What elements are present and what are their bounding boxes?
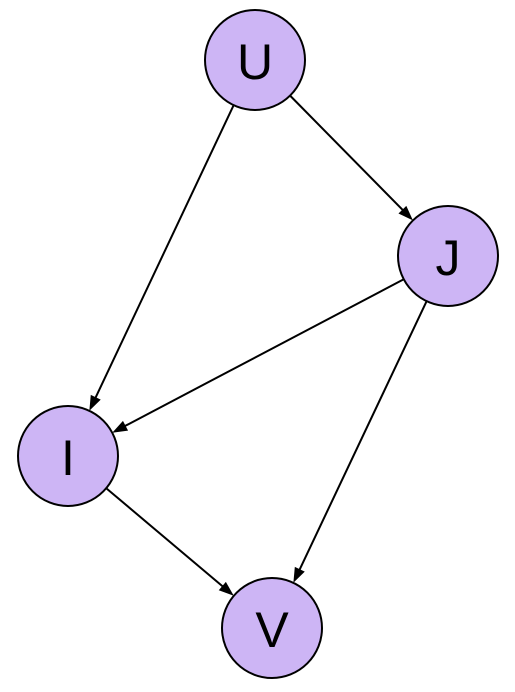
edge-line xyxy=(123,278,405,428)
node-V: V xyxy=(221,577,323,679)
edge-J-I xyxy=(112,278,405,433)
arrowhead-icon xyxy=(398,205,413,221)
node-J: J xyxy=(397,205,499,307)
node-U: U xyxy=(204,9,306,111)
nodes-layer: U J I V xyxy=(17,9,499,679)
node-circle xyxy=(17,405,119,507)
node-label: U xyxy=(237,34,273,90)
arrowhead-icon xyxy=(89,394,101,411)
node-I: I xyxy=(17,405,119,507)
edges-layer xyxy=(89,94,428,596)
edge-line xyxy=(105,487,225,589)
node-label: V xyxy=(255,602,289,658)
node-circle xyxy=(221,577,323,679)
node-label: J xyxy=(436,230,461,286)
arrowhead-icon xyxy=(112,420,129,433)
arrowhead-icon xyxy=(218,581,234,596)
arrowhead-icon xyxy=(293,566,305,583)
edge-I-V xyxy=(105,487,234,596)
edge-U-I xyxy=(89,104,235,411)
edge-line xyxy=(93,104,235,400)
edge-line xyxy=(289,94,405,212)
edge-line xyxy=(298,300,428,572)
edge-U-J xyxy=(289,94,413,221)
node-circle xyxy=(204,9,306,111)
edge-J-V xyxy=(293,300,428,583)
node-label: I xyxy=(61,430,75,486)
node-circle xyxy=(397,205,499,307)
